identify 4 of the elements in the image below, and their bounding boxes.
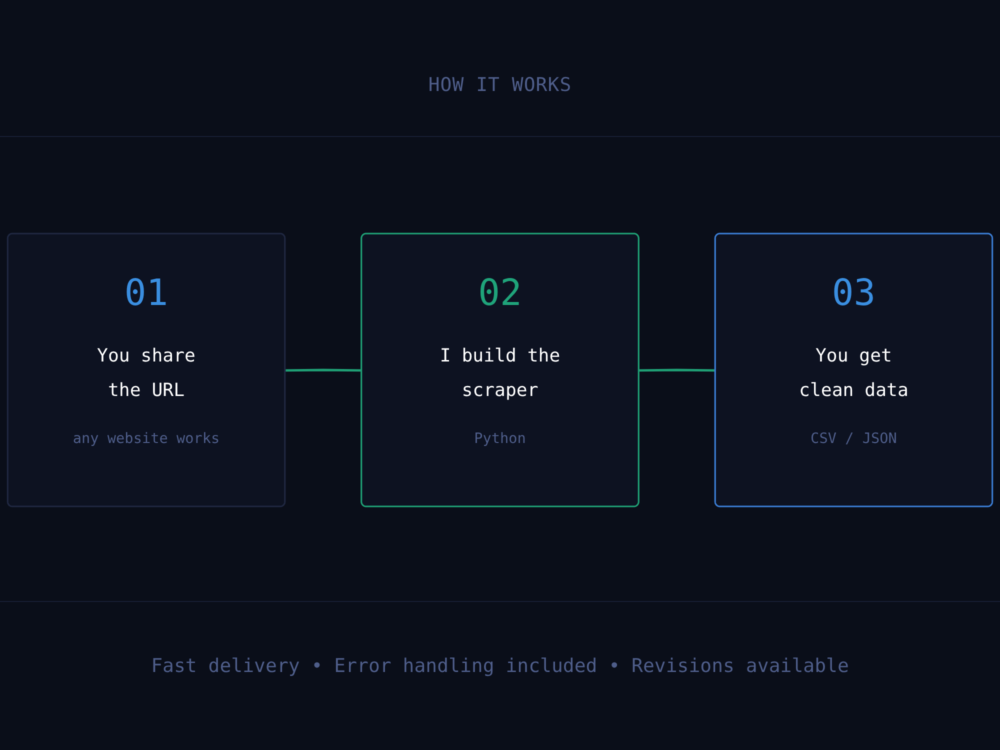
caption: Fast delivery • Error handling included • Revisions available <box>151 655 849 677</box>
connector <box>639 368 716 372</box>
title: HOW IT WORKS <box>428 74 572 96</box>
connector <box>285 368 362 372</box>
